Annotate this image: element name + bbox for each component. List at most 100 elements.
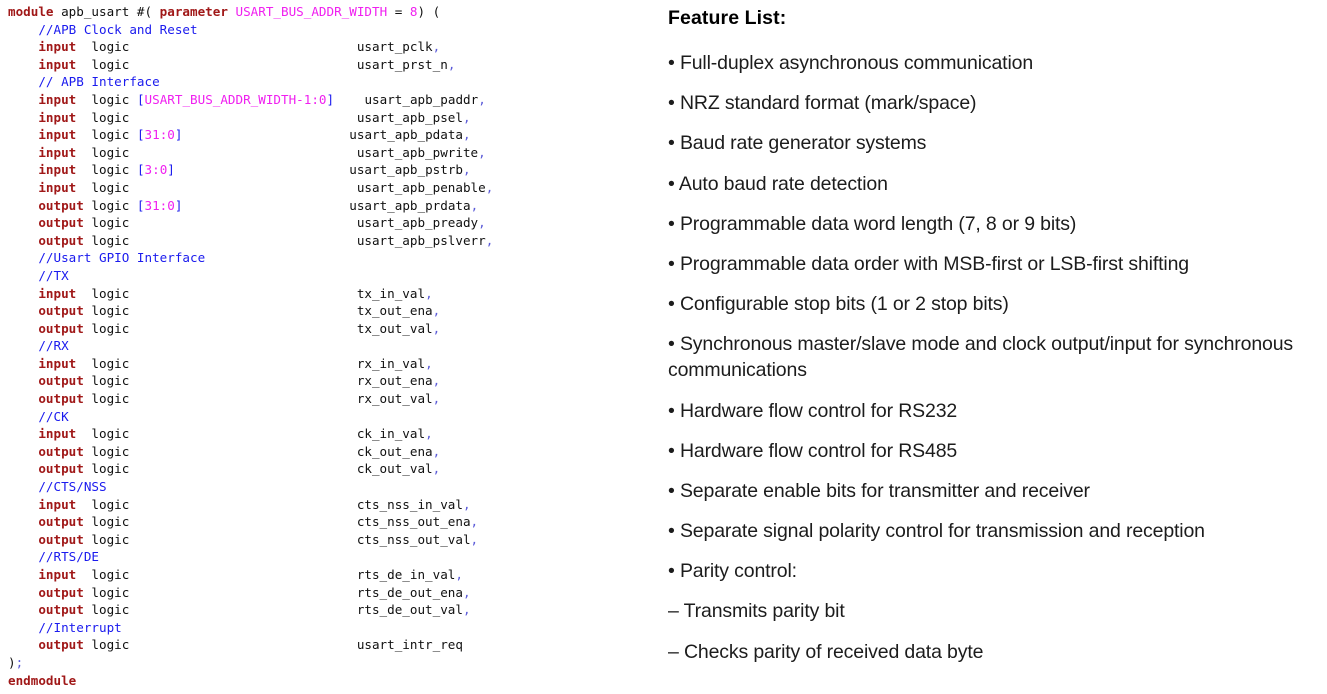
code-token-sig: rts_de_out_val xyxy=(356,602,463,618)
list-bullet-icon: • xyxy=(668,92,680,115)
feature-list-item: • Configurable stop bits (1 or 2 stop bi… xyxy=(668,291,1327,317)
code-listing[interactable]: module apb_usart #( parameter USART_BUS_… xyxy=(8,3,493,689)
code-token-plain xyxy=(8,92,38,107)
code-token-brk: [ xyxy=(136,91,145,107)
code-token-plain xyxy=(8,444,38,459)
code-token-comma: , xyxy=(447,56,456,72)
code-token-kw: input xyxy=(38,127,77,143)
code-token-plain xyxy=(8,180,38,195)
code-token-comma: , xyxy=(432,320,441,336)
code-panel: module apb_usart #( parameter USART_BUS_… xyxy=(0,0,655,694)
code-token-plain: logic xyxy=(83,531,357,547)
list-bullet-icon: • xyxy=(668,172,679,195)
code-token-plain xyxy=(8,426,38,441)
feature-list-item: – Checks parity of received data byte xyxy=(668,639,1327,665)
code-token-plain: logic xyxy=(76,56,357,72)
code-line: input logic cts_nss_in_val, xyxy=(8,496,493,514)
list-bullet-icon: – xyxy=(668,640,684,663)
code-token-kw: input xyxy=(38,179,77,195)
code-token-plain: logic xyxy=(83,461,357,477)
code-token-comma: , xyxy=(463,127,471,143)
code-line: output logic usart_apb_pready, xyxy=(8,214,493,232)
code-token-cmt: // APB Interface xyxy=(38,74,160,90)
feature-list-item-label: NRZ standard format (mark/space) xyxy=(679,92,977,115)
feature-list-item-label: Parity control: xyxy=(679,560,797,583)
code-token-param: USART_BUS_ADDR_WIDTH-1:0 xyxy=(144,91,327,107)
code-token-kw: input xyxy=(38,285,77,301)
code-token-brk: [ xyxy=(136,162,145,178)
list-bullet-icon: • xyxy=(668,293,680,316)
code-token-kw: input xyxy=(38,144,77,160)
code-token-plain: logic xyxy=(76,39,357,55)
code-token-plain xyxy=(8,215,38,230)
code-token-kw: output xyxy=(38,602,84,618)
code-token-brk: [ xyxy=(136,197,145,213)
code-token-plain xyxy=(8,356,38,371)
code-token-kw: input xyxy=(38,567,77,582)
code-token-comma: , xyxy=(478,91,486,107)
code-token-plain xyxy=(8,74,38,89)
list-bullet-icon: – xyxy=(668,600,684,623)
code-token-sig: ck_out_ena xyxy=(356,443,433,459)
code-token-sig: usart_intr_req xyxy=(356,637,463,653)
code-token-sig: usart_apb_prdata xyxy=(349,197,471,213)
code-line: endmodule xyxy=(8,672,493,690)
code-line: input logic rx_in_val, xyxy=(8,355,493,373)
code-line: //Usart GPIO Interface xyxy=(8,249,493,267)
feature-list-item-label: Checks parity of received data byte xyxy=(683,640,984,663)
code-line: input logic [3:0] usart_apb_pstrb, xyxy=(8,161,493,179)
code-line: input logic [USART_BUS_ADDR_WIDTH-1:0] u… xyxy=(8,91,493,109)
code-token-plain xyxy=(8,373,38,388)
code-line: input logic rts_de_in_val, xyxy=(8,566,493,584)
code-token-kw: output xyxy=(38,443,84,459)
code-token-kw: output xyxy=(38,637,84,653)
code-token-comma: , xyxy=(470,514,479,530)
code-line: output logic rts_de_out_ena, xyxy=(8,584,493,602)
code-token-plain xyxy=(8,532,38,547)
code-token-sig: tx_out_val xyxy=(356,320,433,336)
code-token-plain xyxy=(8,162,38,177)
feature-list-item: • Parity control: xyxy=(668,558,1327,584)
feature-list-item-label: Auto baud rate detection xyxy=(678,172,888,195)
code-token-plain: logic xyxy=(76,285,357,301)
feature-list-item-label: Programmable data order with MSB-first o… xyxy=(679,252,1189,275)
code-token-comma: , xyxy=(470,531,479,547)
code-token-plain: logic xyxy=(83,232,357,248)
code-token-plain xyxy=(8,479,38,494)
feature-list-item-label: Hardware flow control for RS485 xyxy=(679,439,958,462)
list-bullet-icon: • xyxy=(668,439,680,462)
code-line: output logic rts_de_out_val, xyxy=(8,601,493,619)
list-bullet-icon: • xyxy=(668,252,680,275)
code-token-sig: usart_apb_penable xyxy=(356,179,486,195)
code-token-plain xyxy=(175,162,349,177)
code-token-plain: logic xyxy=(83,197,137,213)
code-token-plain xyxy=(8,268,38,283)
code-token-cmt: //CK xyxy=(38,408,69,424)
feature-list-item-label: Synchronous master/slave mode and clock … xyxy=(668,333,1294,382)
code-line: input logic usart_prst_n, xyxy=(8,56,493,74)
feature-list-item: • Baud rate generator systems xyxy=(668,130,1327,156)
code-token-comma: , xyxy=(432,461,441,477)
code-token-comma: , xyxy=(478,215,486,231)
code-token-plain xyxy=(8,286,38,301)
code-token-plain xyxy=(182,127,349,142)
feature-list-item-label: Programmable data word length (7, 8 or 9… xyxy=(679,212,1077,235)
code-token-kw: input xyxy=(38,355,77,371)
code-token-comma: , xyxy=(485,232,494,248)
code-line: input logic usart_apb_psel, xyxy=(8,109,493,127)
code-token-plain xyxy=(8,461,38,476)
code-token-num: 8 xyxy=(409,4,418,19)
code-token-plain: logic xyxy=(76,426,357,442)
code-token-kw: module xyxy=(8,4,54,19)
code-line: //APB Clock and Reset xyxy=(8,21,493,39)
feature-list-item: • Separate signal polarity control for t… xyxy=(668,518,1327,544)
feature-list-title: Feature List: xyxy=(668,7,787,29)
code-token-plain: logic xyxy=(83,602,357,618)
code-token-kw: output xyxy=(38,320,84,336)
code-line: output logic ck_out_ena, xyxy=(8,443,493,461)
code-token-plain: logic xyxy=(76,179,357,195)
code-token-punc: #( xyxy=(136,4,153,19)
code-line: input logic ck_in_val, xyxy=(8,425,493,443)
code-token-plain xyxy=(8,250,38,265)
code-token-plain xyxy=(8,127,38,142)
